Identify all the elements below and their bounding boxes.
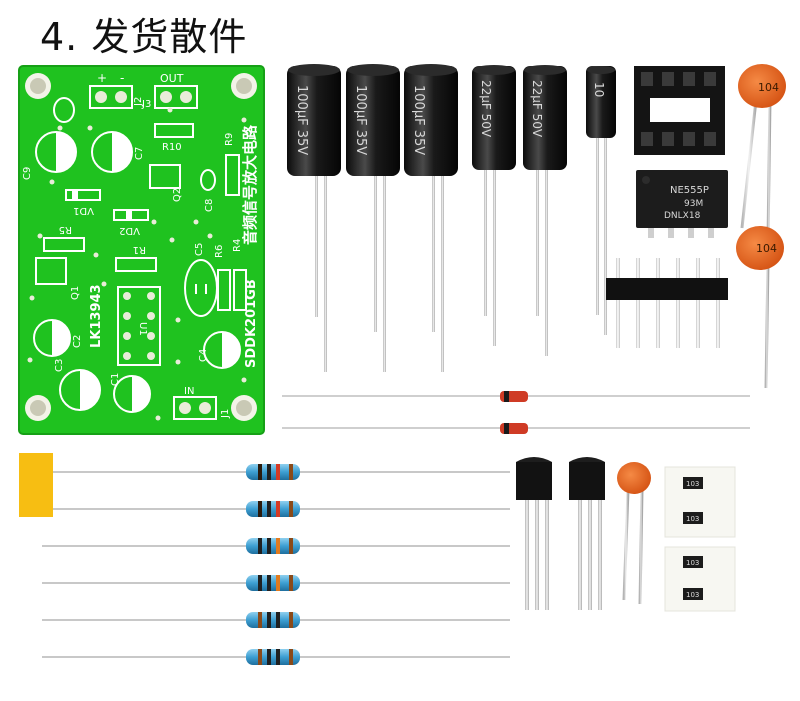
pcb-label-plus: + <box>97 71 107 85</box>
resistor <box>53 464 510 480</box>
pin-header <box>606 258 728 348</box>
pcb-board: + - OUT J2 J3 C9 C7 R10 R9 Q2 C8 VD1 VD2 <box>18 65 265 435</box>
pcb-label-out: OUT <box>160 72 184 85</box>
mounting-hole <box>25 395 51 421</box>
pcb-label-q2: Q2 <box>172 188 183 202</box>
pcb-label-r1: R1 <box>133 244 146 255</box>
pcb-circuit-name: 音频信号放大电路 <box>241 124 259 245</box>
smd-code: 103 <box>686 480 699 488</box>
pcb-label-c5: C5 <box>194 243 205 256</box>
pcb-label-r5: R5 <box>59 224 72 235</box>
electrolytic-capacitor: 100μF 35V <box>287 64 341 372</box>
resistor <box>42 575 510 591</box>
electrolytic-capacitor: 22μF 50V <box>472 65 516 346</box>
diode <box>282 391 750 402</box>
pcb-label-c8: C8 <box>204 199 215 212</box>
pcb-label-in: IN <box>184 386 194 397</box>
pcb-label-c9: C9 <box>22 167 33 180</box>
cap-label-100uf: 100μF 35V <box>353 85 368 155</box>
electrolytic-capacitor: 100μF 35V <box>346 64 400 372</box>
pcb-model: SDDK201GB <box>244 279 259 368</box>
diode <box>282 423 750 434</box>
pcb-label-c4: C4 <box>198 349 209 362</box>
ceramic-label-104: 104 <box>756 242 777 255</box>
tape-strip <box>19 453 53 517</box>
cap-label-22uf: 22μF 50V <box>479 80 493 138</box>
ceramic-capacitor <box>617 462 651 605</box>
ic-code-1: 93M <box>684 199 703 209</box>
mounting-hole <box>231 73 257 99</box>
resistor <box>53 501 510 517</box>
pcb-label-j2: J2 <box>133 97 144 107</box>
electrolytic-capacitor: 100μF 35V <box>404 64 458 372</box>
pcb-label-vd2: VD2 <box>119 225 140 236</box>
pcb-label-r9: R9 <box>224 133 235 146</box>
resistor <box>42 649 510 665</box>
electrolytic-capacitor: 10 <box>586 66 616 335</box>
smd-strip: 103 103 <box>664 546 736 612</box>
pcb-label-vd1: VD1 <box>73 205 94 216</box>
pcb-label-j1: J1 <box>220 409 231 419</box>
pcb-label-r6: R6 <box>214 245 225 258</box>
electrolytic-capacitor: 22μF 50V <box>523 65 567 356</box>
smd-code: 103 <box>686 591 699 599</box>
cap-label-100uf: 100μF 35V <box>294 85 309 155</box>
resistor <box>42 538 510 554</box>
ceramic-capacitor: 104 <box>738 64 786 241</box>
transistor <box>569 457 605 610</box>
cap-label-100uf: 100μF 35V <box>411 85 426 155</box>
pcb-label-c3: C3 <box>54 359 65 372</box>
smd-code: 103 <box>686 515 699 523</box>
pcb-label-u1: U1 <box>137 322 148 336</box>
ic-part-number: NE555P <box>670 185 709 196</box>
pcb-label-q1: Q1 <box>70 286 81 300</box>
ceramic-label-104: 104 <box>758 81 779 94</box>
pcb-label-r10: R10 <box>162 142 182 153</box>
ceramic-capacitor: 104 <box>736 226 784 389</box>
ic-code-2: DNLX18 <box>664 211 701 221</box>
pcb-label-minus: - <box>120 71 124 85</box>
ic-socket <box>634 66 725 155</box>
pcb-label-r4: R4 <box>232 239 243 252</box>
pcb-label-j3: J3 <box>141 99 151 110</box>
mounting-hole <box>231 395 257 421</box>
cap-label-22uf: 22μF 50V <box>530 80 544 138</box>
cap-label-10uf: 10 <box>592 82 606 97</box>
page-title: 4. 发货散件 <box>40 15 248 59</box>
pcb-label-c2: C2 <box>72 335 83 348</box>
mounting-hole <box>25 73 51 99</box>
resistor <box>42 612 510 628</box>
pcb-label-c1: C1 <box>110 373 121 386</box>
ic-chip: NE555P 93M DNLX18 <box>636 170 728 238</box>
smd-code: 103 <box>686 559 699 567</box>
pcb-code: LK13943 <box>89 284 104 348</box>
smd-strip: 103 103 <box>664 466 736 538</box>
transistor <box>516 457 552 610</box>
pcb-label-c7: C7 <box>134 147 145 160</box>
